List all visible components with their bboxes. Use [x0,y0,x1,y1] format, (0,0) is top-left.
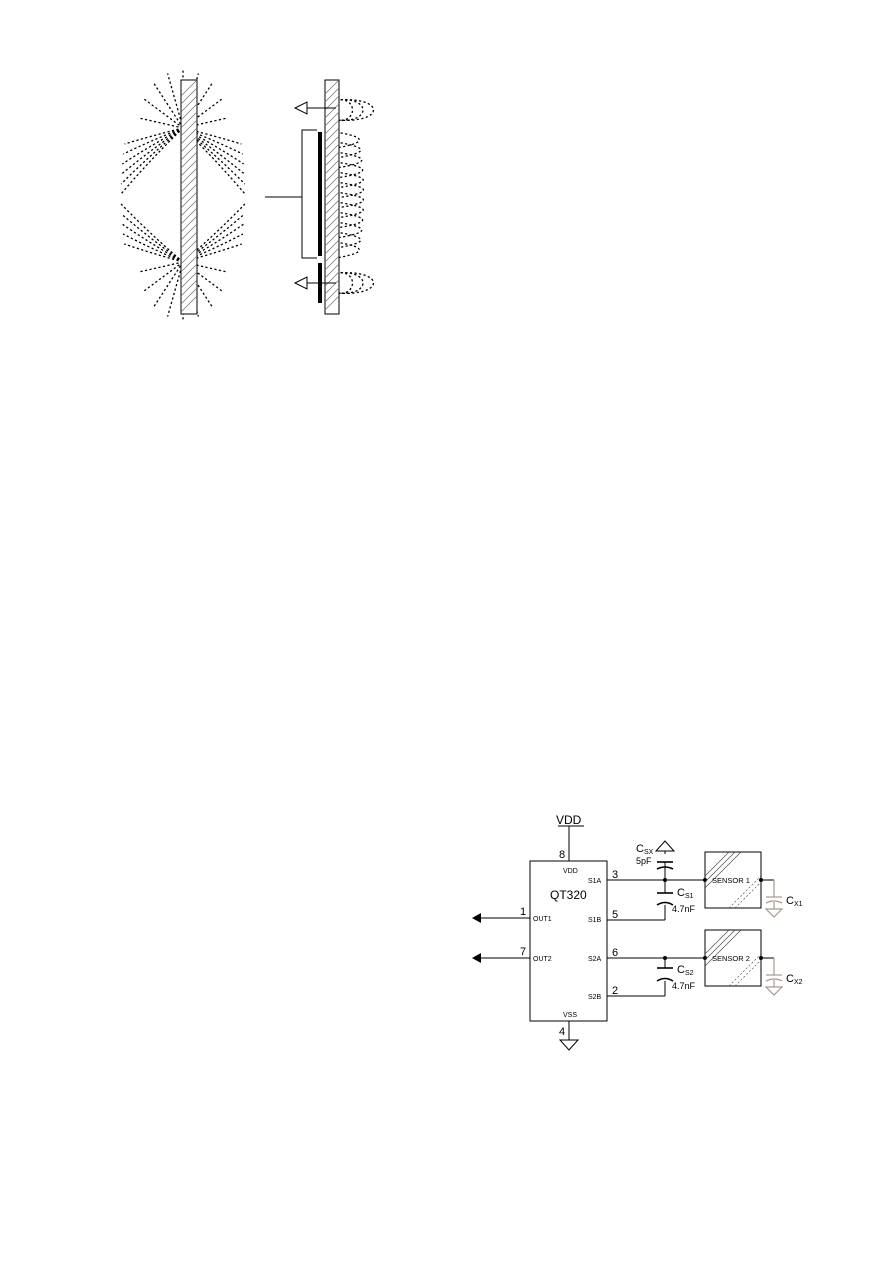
cx2-label: CX2 [786,973,803,986]
right-panel-hatch [324,79,340,311]
lower-ground-arrow-icon [293,276,308,290]
cs1-label: CS1 [677,887,694,900]
sensor1-label: SENSOR 1 [712,876,750,885]
pin-8-number: 8 [559,849,565,861]
pin-5-number: 5 [612,909,618,921]
schematic-wires [478,825,774,1051]
left-panel-hatch [180,79,198,313]
vdd-supply-label: VDD [556,813,582,827]
cs1-value: 4.7nF [672,904,696,914]
cs2-label: CS2 [677,964,694,977]
pin-4-number: 4 [559,1026,565,1038]
out2-arrow-icon [472,953,481,963]
right-field-lines [335,98,375,295]
field-leads [265,107,336,284]
out1-arrow-icon [472,913,481,923]
stray-capacitors [764,880,784,996]
pin-s1b-name: S1B [588,917,602,924]
pin-s1a-name: S1A [588,878,602,885]
csx-value: 5pF [636,856,652,866]
pin-out2-name: OUT2 [533,956,552,963]
cs2-value: 4.7nF [672,981,696,991]
pin-7-number: 7 [520,946,526,958]
pin-out1-name: OUT1 [533,916,552,923]
csx-label: CSX [636,843,654,856]
qt320-schematic: VDD 8 VDD QT320 1 OUT1 7 OUT2 S1A S1B S2… [472,813,803,1051]
cx1-label: CX1 [786,895,803,908]
pin-3-number: 3 [612,869,618,881]
pin-s2a-name: S2A [588,956,602,963]
pin-vdd-name: VDD [563,868,578,875]
left-dielectric-panel [180,79,198,315]
sensor2-label: SENSOR 2 [712,954,750,963]
chip-name: QT320 [550,888,587,902]
pin-6-number: 6 [612,947,618,959]
pin-vss-name: VSS [563,1012,577,1019]
junction-dots [663,878,763,960]
pin-2-number: 2 [612,985,618,997]
pin-s2b-name: S2B [588,994,602,1001]
pin-1-number: 1 [520,906,526,918]
upper-ground-arrow-icon [293,101,308,115]
sensor-pad-hatch [704,851,762,987]
field-diagram [120,70,375,320]
electrode-bracket [301,129,317,259]
